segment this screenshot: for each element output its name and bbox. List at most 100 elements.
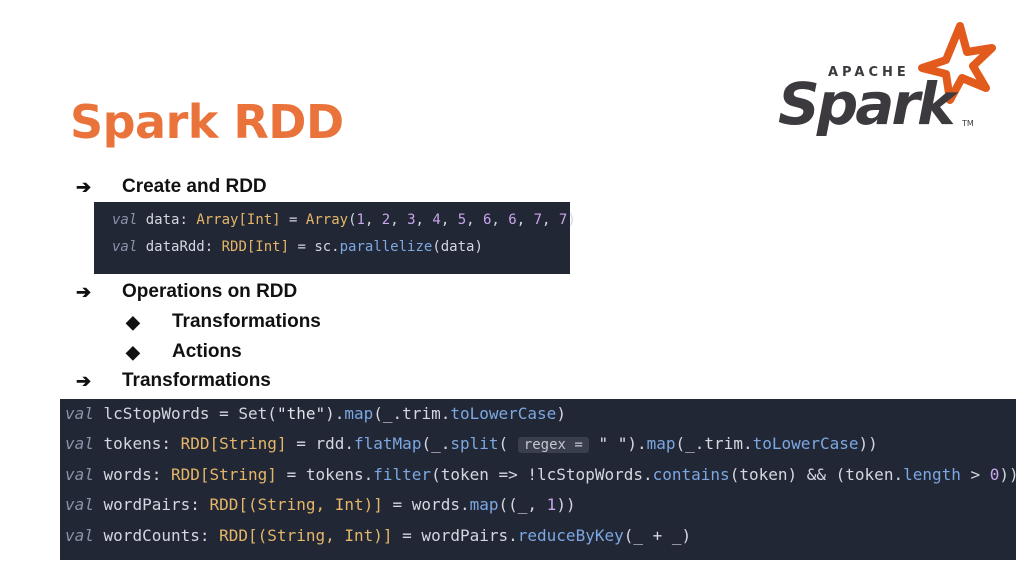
sub-bullet-transformations: ◆ Transformations [126, 311, 321, 333]
code-token: , [364, 212, 382, 228]
code-token: 7 [558, 212, 568, 228]
sub-bullet-actions: ◆ Actions [126, 341, 242, 363]
code-token: val [65, 434, 94, 453]
code-token: , [542, 212, 559, 228]
code-token: = rdd. [286, 434, 355, 453]
code-token: map [646, 434, 676, 453]
arrow-icon: ➔ [76, 281, 92, 302]
code-token: Array [305, 212, 349, 228]
code-token: parallelize [339, 239, 433, 255]
code-token: , [516, 212, 534, 228]
code-token: 4 [432, 212, 441, 228]
bullet-text: Transformations [172, 311, 321, 332]
code-token: wordPairs: [93, 495, 210, 514]
code-token: ( [348, 212, 357, 228]
code-token: (data) [432, 239, 483, 255]
bullet-create-rdd: ➔ Create and RDD [76, 176, 267, 198]
code-token: map [469, 495, 499, 514]
code-token: = tokens. [276, 465, 374, 484]
bullet-text: Create and RDD [122, 176, 267, 197]
code-line: val words: RDD[String] = tokens.filter(t… [65, 465, 1019, 484]
bullet-transformations: ➔ Transformations [76, 370, 271, 392]
code-token: = [280, 212, 306, 228]
code-token: val [112, 212, 138, 228]
code-token: val [65, 465, 94, 484]
code-token: contains [652, 465, 730, 484]
code-token: (_.trim. [675, 434, 753, 453]
slide-title: Spark RDD [70, 95, 344, 149]
code-token: wordCounts: [93, 526, 220, 545]
code-token: tokens: [93, 434, 181, 453]
code-token: split [450, 434, 499, 453]
code-line: val data: Array[Int] = Array(1, 2, 3, 4,… [112, 212, 576, 228]
code-token: 5 [457, 212, 467, 228]
code-token: RDD[String] [180, 434, 287, 453]
code-token: , [415, 212, 433, 228]
code-token: )) [556, 495, 576, 514]
param-hint: regex = [517, 437, 589, 453]
code-token: , [390, 212, 408, 228]
code-token: 0 [989, 465, 1000, 484]
code-token: ). [325, 404, 345, 423]
code-token: ( [498, 434, 518, 453]
diamond-icon: ◆ [126, 341, 140, 362]
logo-top-text: APACHE [828, 65, 910, 80]
code-token: RDD[(String, Int)] [209, 495, 383, 514]
code-token: reduceByKey [517, 526, 624, 545]
code-token: 7 [533, 212, 543, 228]
code-token: ). [627, 434, 647, 453]
code-block-create-rdd: val data: Array[Int] = Array(1, 2, 3, 4,… [94, 202, 576, 274]
code-token: RDD[String] [170, 465, 277, 484]
code-token: length [903, 465, 961, 484]
arrow-icon: ➔ [76, 176, 92, 197]
code-line: val wordCounts: RDD[(String, Int)] = wor… [65, 526, 691, 545]
code-line: val dataRdd: RDD[Int] = sc.parallelize(d… [112, 239, 483, 255]
code-token: )) [999, 465, 1019, 484]
code-token: val [65, 526, 94, 545]
arrow-icon: ➔ [76, 370, 92, 391]
code-token: 1 [546, 495, 557, 514]
logo-word: Spark [778, 70, 959, 138]
code-token: RDD[(String, Int)] [219, 526, 393, 545]
code-line: val lcStopWords = Set("the").map(_.trim.… [65, 404, 566, 423]
code-token: (token) && (token. [729, 465, 904, 484]
bullet-text: Transformations [122, 370, 271, 391]
code-token: val [65, 404, 94, 423]
code-token: , [491, 212, 509, 228]
code-token: toLowerCase [450, 404, 557, 423]
code-block-transformations: val lcStopWords = Set("the").map(_.trim.… [60, 399, 1019, 560]
bullet-text: Actions [172, 341, 242, 362]
code-token: data: [137, 212, 197, 228]
code-token: , [466, 212, 483, 228]
code-token: (_. [421, 434, 451, 453]
bullet-operations: ➔ Operations on RDD [76, 281, 297, 303]
code-token: map [344, 404, 374, 423]
code-token: (_.trim. [373, 404, 451, 423]
code-token: lcStopWords = Set( [93, 404, 277, 423]
code-token: ((_, [498, 495, 547, 514]
code-token: = words. [382, 495, 470, 514]
code-token: = wordPairs. [392, 526, 518, 545]
spark-star-icon [918, 22, 996, 104]
code-token: flatMap [354, 434, 422, 453]
code-token: val [65, 495, 94, 514]
code-token: toLowerCase [752, 434, 859, 453]
bullet-text: Operations on RDD [122, 281, 298, 302]
code-token: " " [588, 434, 628, 453]
code-token: RDD[Int] [221, 239, 290, 255]
code-token: )) [858, 434, 878, 453]
code-token: "the" [276, 404, 326, 423]
code-token: (token => !lcStopWords. [431, 465, 653, 484]
code-token: = sc. [289, 239, 340, 255]
diamond-icon: ◆ [126, 311, 140, 332]
code-token: words: [93, 465, 171, 484]
code-token: 6 [482, 212, 492, 228]
code-token: ) [567, 212, 576, 228]
code-token: dataRdd: [137, 239, 222, 255]
code-line: val wordPairs: RDD[(String, Int)] = word… [65, 495, 576, 514]
code-line: val tokens: RDD[String] = rdd.flatMap(_.… [65, 434, 878, 453]
code-token: ) [556, 404, 566, 423]
code-token: 6 [508, 212, 517, 228]
code-token: val [112, 239, 138, 255]
logo-tm: TM [961, 119, 974, 128]
